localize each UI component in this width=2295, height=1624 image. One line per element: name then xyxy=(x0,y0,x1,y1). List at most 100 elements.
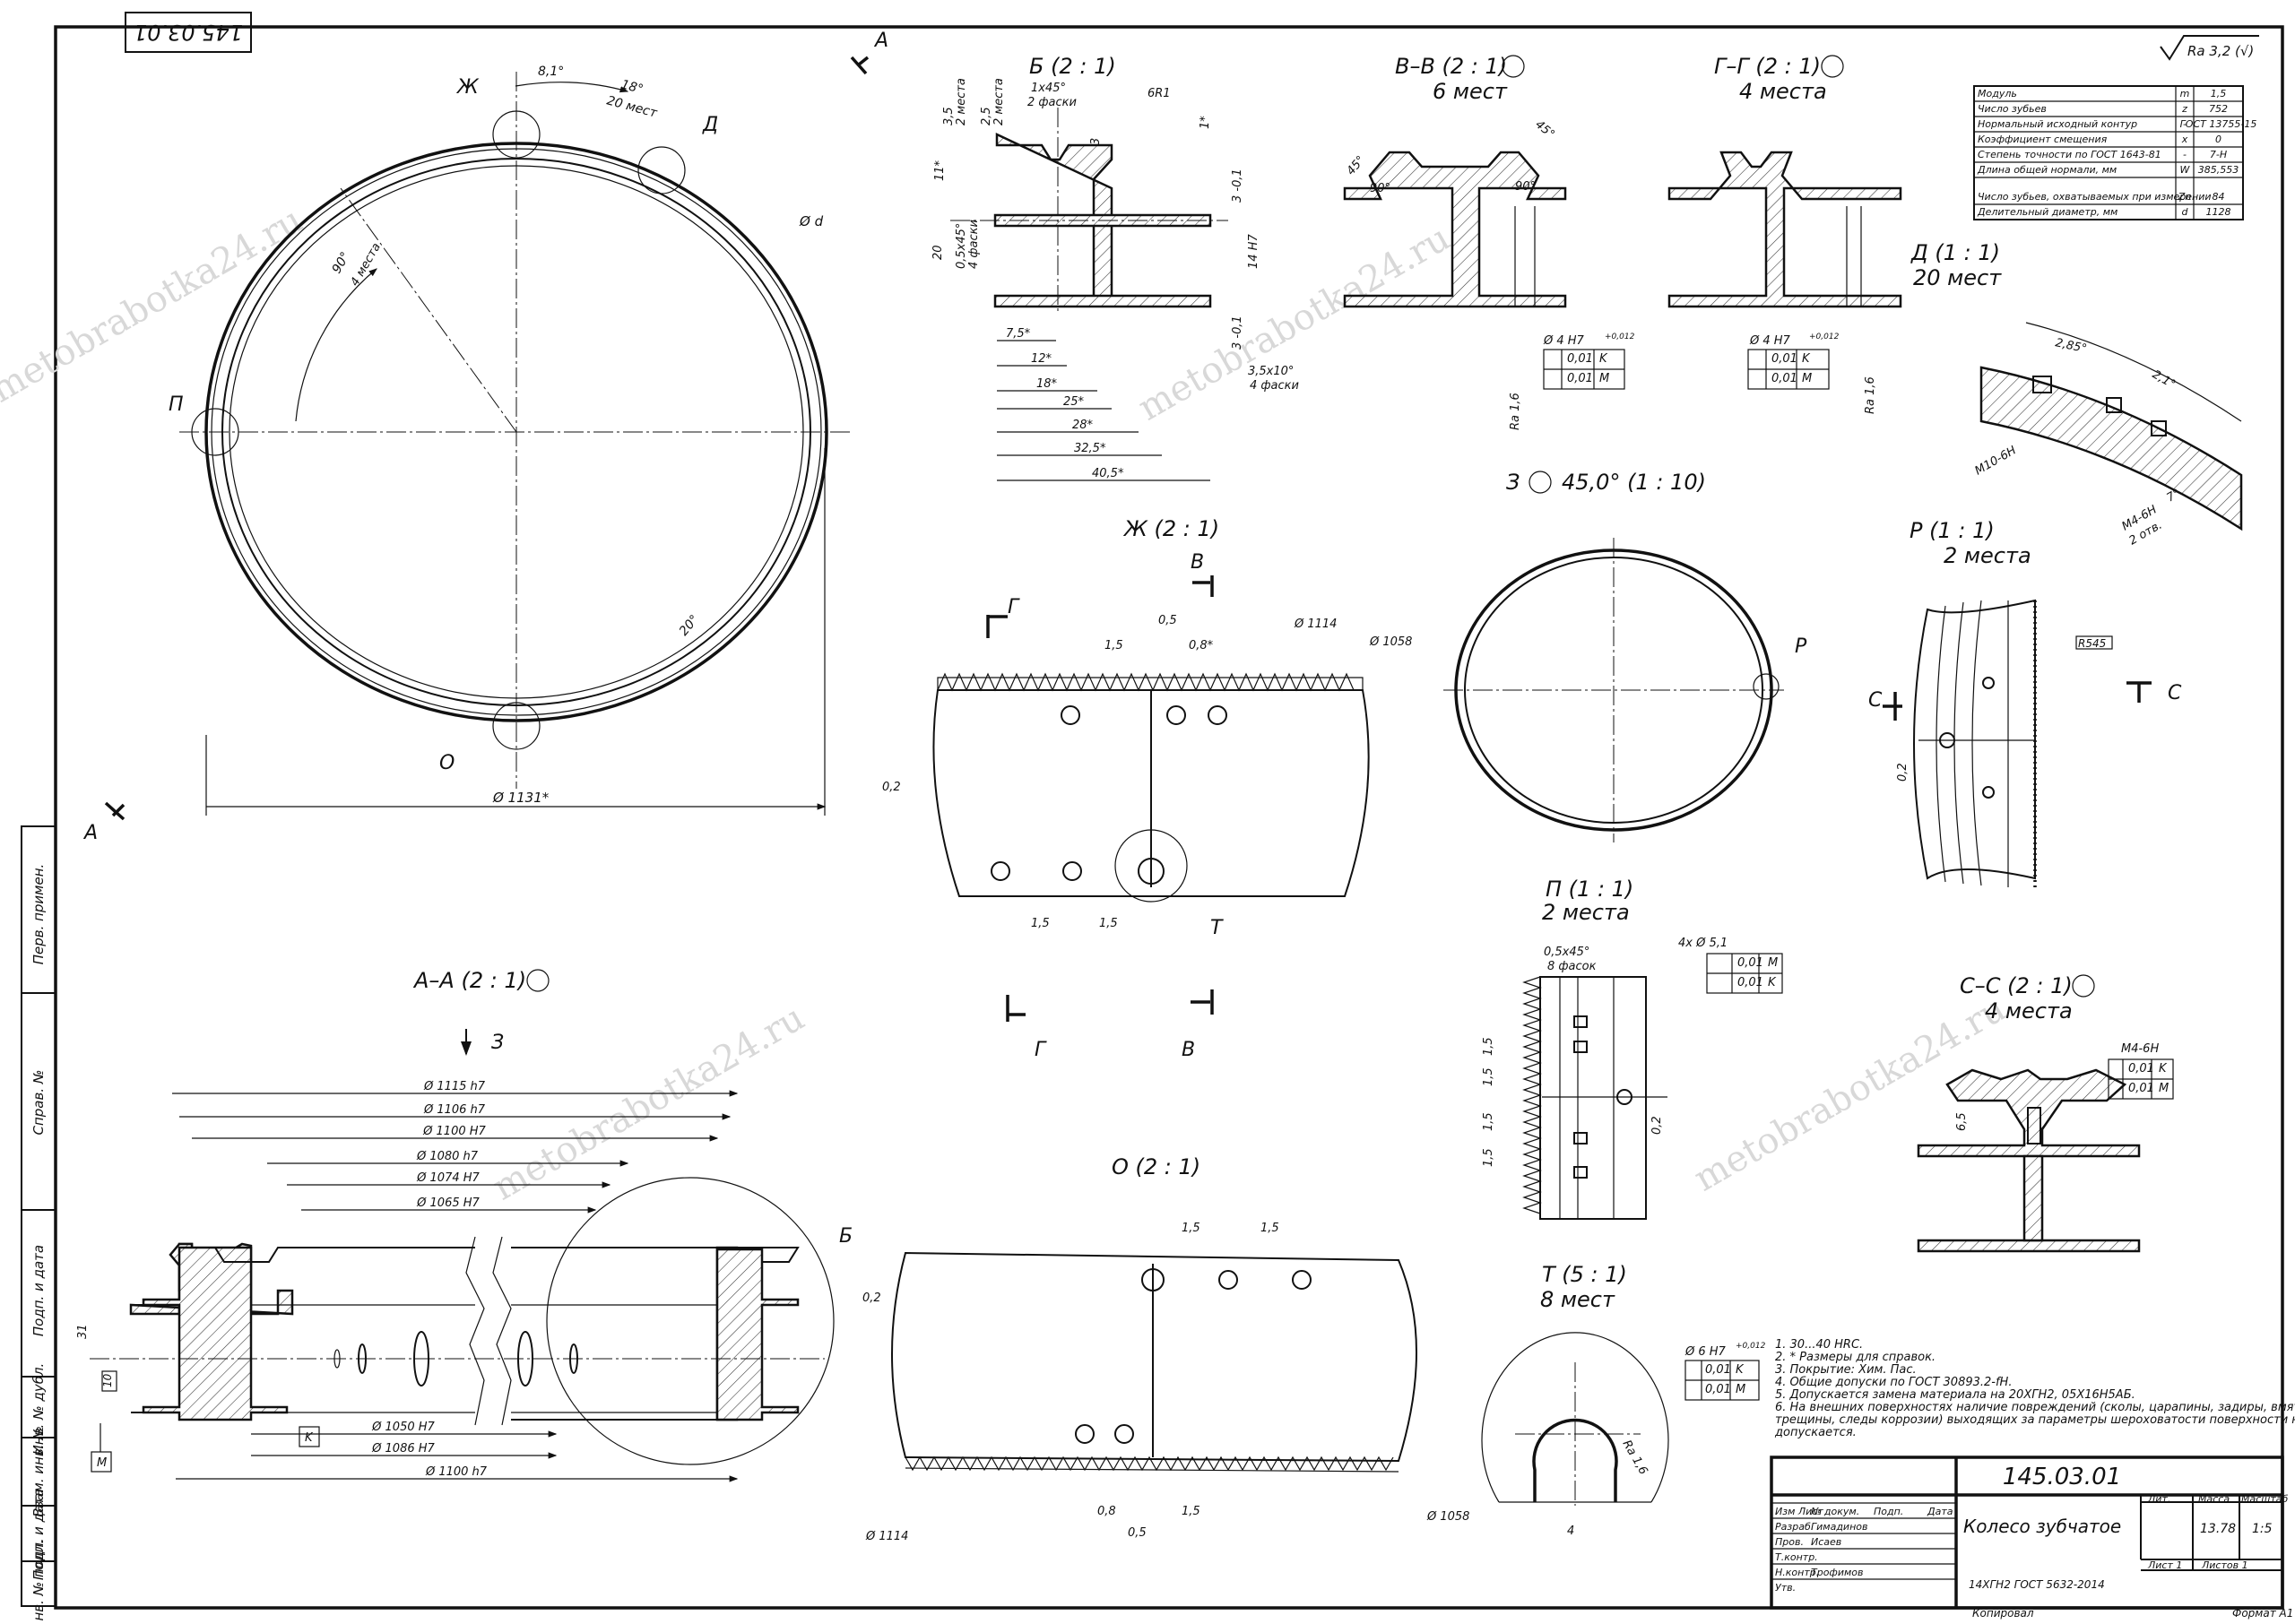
svg-text:0,01: 0,01 xyxy=(1567,352,1593,366)
dimension-label: Ø 1050 H7 xyxy=(371,1421,435,1434)
svg-text:20 мест: 20 мест xyxy=(605,93,659,121)
svg-text:20: 20 xyxy=(931,245,945,260)
svg-text:1,5: 1,5 xyxy=(1182,1222,1200,1235)
svg-text:Г–Г (2 : 1): Г–Г (2 : 1) xyxy=(1714,54,1821,79)
side-stamp: Перв. примен. Справ. № Подп. и дата Инв.… xyxy=(21,825,56,1624)
svg-text:0,01: 0,01 xyxy=(1567,372,1593,385)
svg-text:О (2 : 1): О (2 : 1) xyxy=(1112,1154,1200,1179)
svg-text:2 места: 2 места xyxy=(1944,543,2031,568)
svg-text:M: M xyxy=(1768,956,1778,970)
view-r: Р (1 : 1) 2 места R545 0,2 С С xyxy=(1868,518,2182,887)
params-symbol: x xyxy=(2181,134,2188,145)
svg-text:В: В xyxy=(1182,1039,1195,1061)
svg-text:Б: Б xyxy=(839,1225,853,1248)
view-z: З 45,0° (1 : 10) Р xyxy=(1443,470,1807,842)
svg-text:М4-6Н: М4-6Н xyxy=(2121,1042,2159,1056)
svg-text:4: 4 xyxy=(1567,1525,1574,1538)
svg-text:1х45°: 1х45° xyxy=(1031,82,1066,95)
params-row: Степень точности по ГОСТ 1643-81-7-H xyxy=(1974,149,2243,163)
svg-text:З: З xyxy=(1506,470,1520,495)
svg-text:Ø 6 H7: Ø 6 H7 xyxy=(1684,1345,1727,1359)
stamp-cell: Утв. xyxy=(1775,1582,1796,1594)
view-d: Д (1 : 1) 20 мест 2,85° 2,1° М10-6Н 7° М… xyxy=(1910,240,2243,548)
svg-text:32,5*: 32,5* xyxy=(1074,442,1106,455)
svg-text:1,5: 1,5 xyxy=(1482,1037,1495,1056)
svg-text:8 мест: 8 мест xyxy=(1540,1287,1615,1312)
svg-text:А–А (2 : 1): А–А (2 : 1) xyxy=(412,968,526,993)
note-line: 2. * Размеры для справок. xyxy=(1775,1351,1936,1364)
dimension-label: Ø 1115 h7 xyxy=(423,1080,486,1093)
svg-text:Р: Р xyxy=(1795,635,1807,658)
stamp-cell: Трофимов xyxy=(1811,1567,1864,1578)
svg-text:В: В xyxy=(1191,551,1204,574)
params-label: Число зубьев, охватываемых при измерении xyxy=(1978,191,2212,203)
svg-text:0,2: 0,2 xyxy=(882,781,901,794)
svg-text:M: M xyxy=(1599,372,1609,385)
svg-text:0,01: 0,01 xyxy=(1737,956,1763,970)
svg-text:Ж: Ж xyxy=(455,76,480,99)
svg-text:3 -0,1: 3 -0,1 xyxy=(1231,168,1244,203)
svg-text:13.78: 13.78 xyxy=(2200,1522,2236,1536)
svg-text:0,8*: 0,8* xyxy=(1189,639,1214,652)
svg-text:Перв. примен.: Перв. примен. xyxy=(30,864,47,965)
params-row: Нормальный исходный контур-ГОСТ 13755-15 xyxy=(1974,118,2256,133)
view-cc: С–С (2 : 1) 4 места М4-6Н 0,01 K 0,01 M … xyxy=(1917,973,2174,1253)
svg-text:0,2: 0,2 xyxy=(862,1291,881,1305)
svg-text:2 фаски: 2 фаски xyxy=(1027,96,1077,109)
svg-text:4 фаски: 4 фаски xyxy=(1250,379,1299,393)
svg-text:11*: 11* xyxy=(933,160,947,181)
svg-text:2,85°: 2,85° xyxy=(2054,336,2088,356)
svg-text:Ra 1,6: Ra 1,6 xyxy=(1864,376,1877,414)
svg-text:0,2: 0,2 xyxy=(1650,1116,1664,1135)
svg-text:Ra 3,2 (√): Ra 3,2 (√) xyxy=(2187,43,2254,59)
svg-text:Д: Д xyxy=(702,114,718,136)
note-line: 1. 30...40 HRC. xyxy=(1775,1338,1863,1352)
svg-text:K: K xyxy=(2159,1062,2168,1075)
svg-text:С–С (2 : 1): С–С (2 : 1) xyxy=(1960,973,2073,998)
stamp-cell: Изм Лист xyxy=(1775,1506,1823,1517)
svg-text:В–В (2 : 1): В–В (2 : 1) xyxy=(1395,54,1507,79)
svg-text:0,8: 0,8 xyxy=(1097,1505,1116,1518)
svg-text:K: K xyxy=(1802,352,1811,366)
svg-text:20 мест: 20 мест xyxy=(1913,265,2002,290)
params-symbol: - xyxy=(2183,118,2187,130)
svg-text:Листов 1: Листов 1 xyxy=(2201,1559,2248,1571)
svg-text:0,5: 0,5 xyxy=(1128,1526,1147,1540)
svg-text:Справ. №: Справ. № xyxy=(30,1070,47,1136)
svg-text:Взам. инв. №: Взам. инв. № xyxy=(30,1426,47,1517)
params-label: Модуль xyxy=(1978,88,2017,99)
svg-text:31: 31 xyxy=(76,1324,90,1339)
svg-text:Ø 1131*: Ø 1131* xyxy=(492,790,550,806)
svg-text:145.03.01: 145.03.01 xyxy=(2003,1464,2121,1490)
svg-text:K: K xyxy=(1768,976,1777,989)
svg-text:0,01: 0,01 xyxy=(2128,1082,2154,1095)
note-line: трещины, следы коррозии) выходящих за па… xyxy=(1775,1413,2295,1427)
view-o: О (2 : 1) 1,5 1,5 0,2 0,8 1,5 0,5 Ø 1114… xyxy=(862,1154,1469,1543)
params-value: 84 xyxy=(2213,191,2225,203)
svg-text:Ø 4 H7: Ø 4 H7 xyxy=(1543,334,1585,348)
svg-text:1,5: 1,5 xyxy=(1482,1148,1495,1167)
svg-text:2 места: 2 места xyxy=(1542,900,1630,925)
svg-text:7,5*: 7,5* xyxy=(1006,327,1031,341)
svg-text:0,01: 0,01 xyxy=(2128,1062,2154,1075)
stamp-cell: Т.контр. xyxy=(1775,1551,1818,1563)
svg-text:Ж (2 : 1): Ж (2 : 1) xyxy=(1122,516,1219,541)
params-value: 385,553 xyxy=(2198,164,2239,176)
dimension-label: Ø 1080 h7 xyxy=(416,1150,479,1163)
view-gg: Г–Г (2 : 1) 4 места Ø 4 H7 +0,012 0,01 K… xyxy=(1667,54,1902,414)
svg-text:+0,012: +0,012 xyxy=(1605,333,1635,341)
stamp-cell: Подп. xyxy=(1874,1506,1903,1517)
svg-text:Инв. № подл.: Инв. № подл. xyxy=(30,1538,47,1620)
svg-text:Ø 1058: Ø 1058 xyxy=(1369,635,1412,649)
svg-text:Ø 1114: Ø 1114 xyxy=(1294,618,1337,631)
view-vv: В–В (2 : 1) 6 мест 45° 45° 90° 90° Ø 4 H… xyxy=(1343,54,1635,430)
roughness-sign: Ra 3,2 (√) xyxy=(2160,35,2259,61)
svg-text:8 фасок: 8 фасок xyxy=(1547,960,1597,973)
svg-text:1*: 1* xyxy=(1199,116,1212,129)
main-view: Ж Д П О 8,1° 18° 20 мест 90° 4 места 20°… xyxy=(82,30,888,844)
svg-text:8,1°: 8,1° xyxy=(538,65,564,79)
svg-text:45°: 45° xyxy=(1532,118,1556,142)
svg-text:Д (1 : 1): Д (1 : 1) xyxy=(1910,240,2000,265)
params-label: Число зубьев xyxy=(1978,103,2047,115)
